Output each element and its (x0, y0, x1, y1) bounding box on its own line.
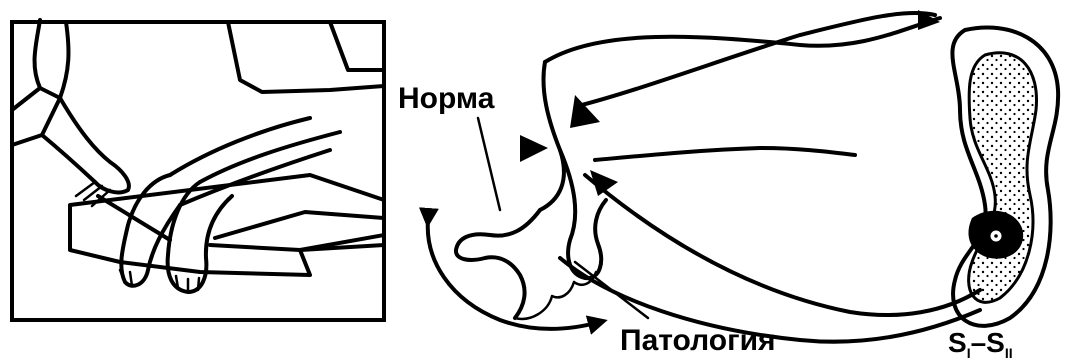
leg-outline-lower (595, 148, 855, 160)
spinal-cord-section (952, 28, 1058, 326)
left-panel-illustration (12, 20, 384, 320)
efferent-nerve (585, 175, 980, 315)
leg-anterior (540, 62, 564, 210)
pathology-label: Патология (620, 324, 776, 357)
pathology-leader-line (575, 262, 648, 318)
norm-leader-line (478, 118, 500, 210)
segment-s1: S (948, 327, 967, 358)
segment-label: SI–SII (948, 327, 1013, 361)
segment-s2: S (986, 327, 1005, 358)
reflex-arc-diagram: Норма Патология SI–SII (398, 10, 1058, 361)
segment-sub-2: II (1005, 345, 1013, 361)
foot-pathology (560, 150, 606, 278)
segment-dash: – (971, 327, 987, 358)
norm-label: Норма (398, 82, 495, 115)
central-canal-dot (994, 234, 998, 238)
afferent-nerve (578, 13, 935, 106)
arrow-norm-pointer (520, 135, 548, 162)
